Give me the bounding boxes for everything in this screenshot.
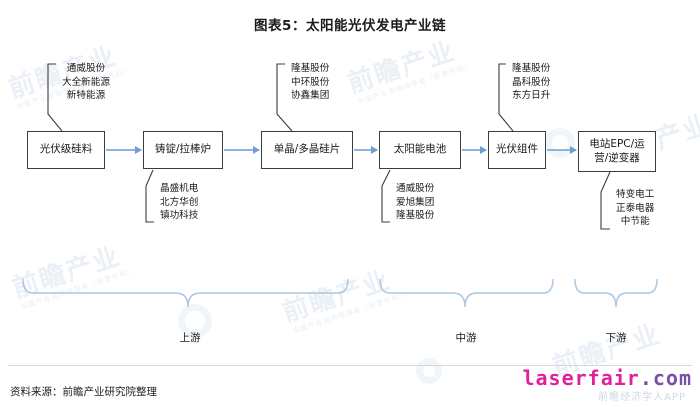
company-name: 通威股份 [396,183,435,194]
company-name: 东方日升 [512,90,551,102]
arrow-2 [224,146,260,154]
annotation-companies-1: 通威股份 大全新能源 新特能源 [62,62,110,103]
watermark-circle-3 [416,358,442,384]
arrow-1 [106,146,142,154]
source-note: 资料来源：前瞻产业研究院整理 [10,386,157,398]
process-box-silicon-material[interactable]: 光伏级硅料 [27,131,105,169]
company-name: 中节能 [620,216,650,228]
app-watermark: 前瞻经济学人APP [598,392,686,403]
arrow-4 [462,146,487,154]
footer-divider [8,365,692,366]
brand-url: laserfair.com [522,366,692,390]
annotation-companies-3: 隆基股份 中环股份 协鑫集团 [291,62,329,103]
watermark-circle-1 [178,304,212,338]
process-box-silicon-wafer[interactable]: 单晶/多晶硅片 [261,131,353,169]
company-name: 隆基股份 [512,63,551,74]
process-box-ingot-furnace[interactable]: 铸锭/拉棒炉 [143,131,223,169]
watermark-circle-2 [545,128,575,158]
annotation-companies-4: 通威股份 爱旭集团 隆基股份 [396,182,434,223]
brand-tld: .com [639,366,692,390]
company-name: 新特能源 [66,90,106,102]
segment-label-downstream: 下游 [605,332,627,344]
company-name: 隆基股份 [396,210,435,222]
company-name: 通威股份 [66,63,106,74]
company-name: 晶盛机电 [160,183,199,194]
segment-label-midstream: 中游 [455,332,477,344]
page-title: 图表5：太阳能光伏发电产业链 [254,18,446,34]
company-name: 晶科股份 [512,76,551,88]
brand-name: laserfair [522,366,640,390]
annotation-companies-2: 晶盛机电 北方华创 镇功科技 [160,182,198,223]
arrow-5 [547,146,577,154]
annotation-companies-6: 特变电工 正泰电器 中节能 [616,188,654,229]
company-name: 特变电工 [616,189,655,200]
process-box-pv-module[interactable]: 光伏组件 [488,131,546,169]
company-name: 大全新能源 [62,76,110,88]
annotation-companies-5: 隆基股份 晶科股份 东方日升 [512,62,550,103]
company-name: 爱旭集团 [396,196,435,208]
process-box-epc-inverter[interactable]: 电站EPC/运营/逆变器 [578,131,656,172]
company-name: 镇功科技 [160,210,199,222]
process-box-solar-cell[interactable]: 太阳能电池 [379,131,461,169]
company-name: 中环股份 [291,76,330,88]
company-name: 北方华创 [160,196,199,208]
arrow-3 [354,146,378,154]
company-name: 协鑫集团 [291,90,330,102]
company-name: 正泰电器 [616,202,655,214]
company-name: 隆基股份 [291,63,330,74]
segment-label-upstream: 上游 [179,332,201,344]
